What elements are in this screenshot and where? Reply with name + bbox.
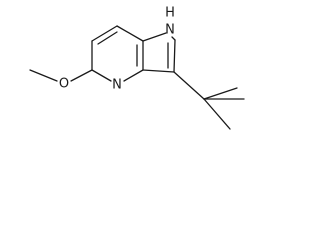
bond-cq-me-up <box>203 87 238 100</box>
bond-c7a-c7 <box>116 25 144 42</box>
double-bond-c7-c6 <box>97 31 118 45</box>
bond-n4-c3a <box>123 69 144 82</box>
bond-o-ch3 <box>29 69 58 82</box>
bond-c5-o <box>70 69 93 82</box>
methoxy-group <box>29 69 93 82</box>
bond-c2-c3 <box>173 39 176 73</box>
atom-label-nh-h: H <box>165 6 175 21</box>
pyridine-ring <box>91 25 144 82</box>
atom-label-n-pyrrole: N <box>165 23 175 38</box>
bond-c3-cq <box>173 71 205 100</box>
molecule-structure: H N N O <box>29 6 245 130</box>
atom-label-n-pyridine: N <box>112 78 122 93</box>
bond-c3-c3a <box>142 69 175 73</box>
bond-c5-n4 <box>91 69 112 82</box>
bond-c7a-n1 <box>142 32 167 42</box>
pyrrole-ring <box>142 32 176 73</box>
bond-cq-me-down <box>203 98 231 130</box>
bond-c7-c6 <box>91 25 118 42</box>
atom-label-o-methoxy: O <box>59 77 69 92</box>
tert-butyl-group <box>173 71 245 130</box>
bond-n1-c2 <box>171 36 176 41</box>
